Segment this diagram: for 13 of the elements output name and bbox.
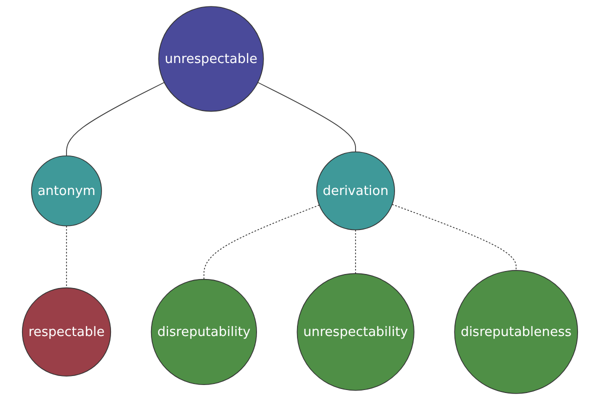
connector xyxy=(66,82,165,156)
connector xyxy=(66,225,67,288)
node-circle: respectable xyxy=(22,287,112,377)
node-circle: antonym xyxy=(31,155,102,226)
connector xyxy=(257,82,356,152)
node-circle: disreputableness xyxy=(454,270,578,394)
connector xyxy=(392,204,517,271)
connector xyxy=(355,229,356,274)
connector xyxy=(204,204,320,280)
node-circle: unrespectability xyxy=(296,273,414,391)
node-circle: disreputability xyxy=(150,278,257,386)
node-circle: unrespectable xyxy=(158,6,264,112)
node-circle: derivation xyxy=(316,152,395,230)
